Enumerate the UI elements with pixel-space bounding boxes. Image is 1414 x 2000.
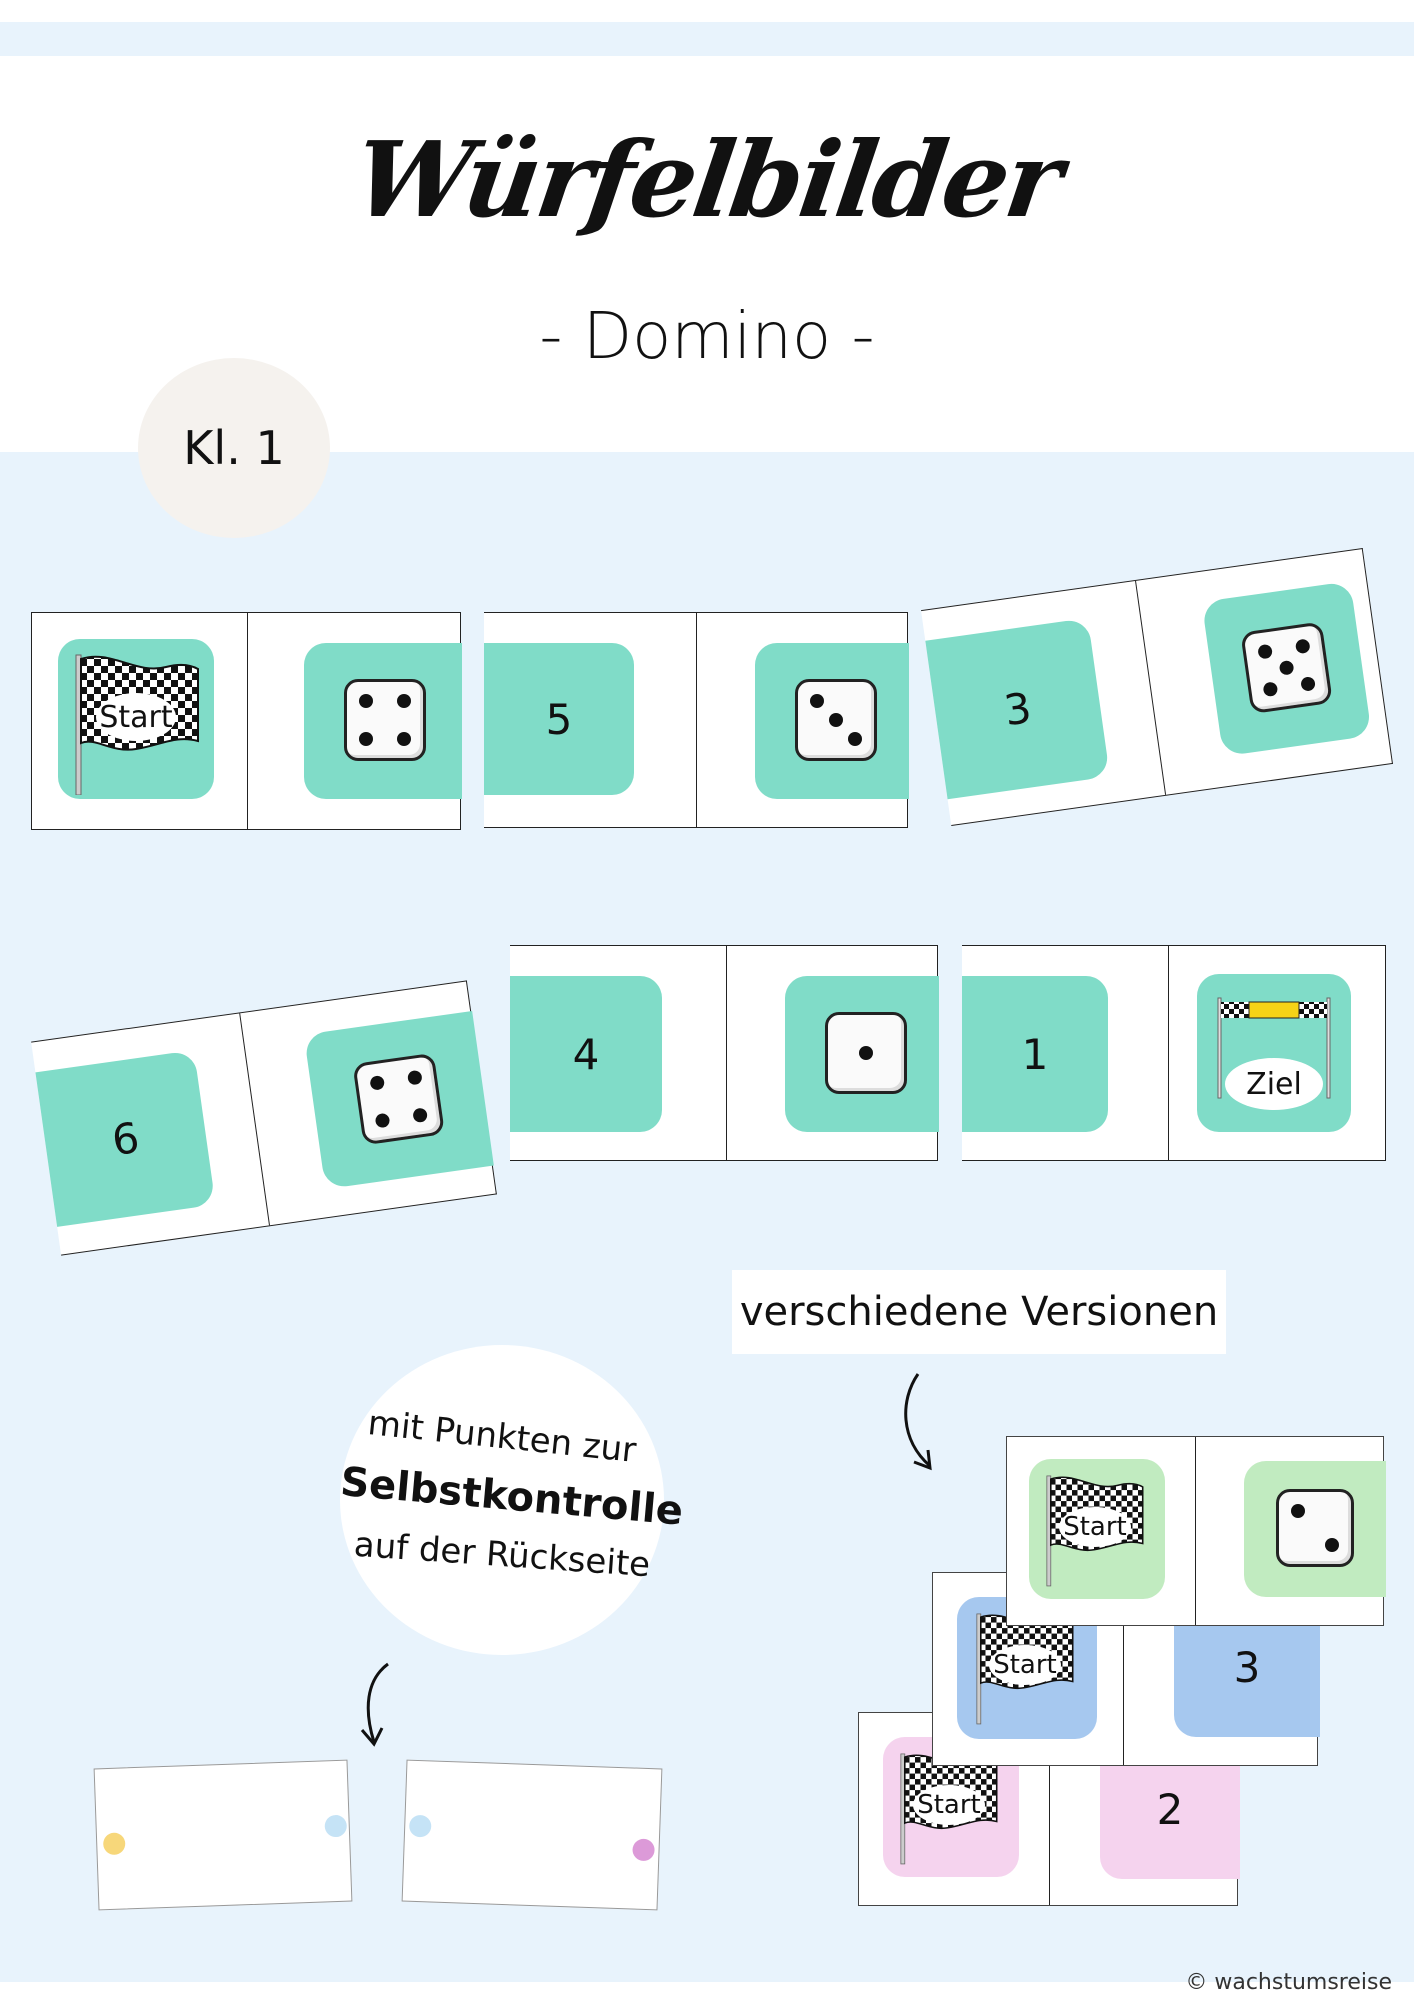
dice-two-icon: [1276, 1489, 1354, 1567]
number-3: 3: [1233, 1642, 1261, 1692]
page-title: Würfelbilder: [346, 118, 1068, 241]
domino-half-right: [247, 613, 462, 829]
dot-pink: [632, 1838, 655, 1862]
domino-half-left: 3: [921, 581, 1165, 825]
domino-version-green: Start: [1006, 1436, 1386, 1626]
selfcheck-line2: Selbstkontrolle: [338, 1458, 685, 1535]
domino-half-left: 5: [484, 613, 696, 827]
back-card-left: [93, 1759, 353, 1911]
curved-arrow-icon: [904, 1373, 932, 1471]
grade-badge: Kl. 1: [138, 358, 330, 538]
dice-five-icon: [1240, 621, 1333, 715]
domino-half-left: Start: [1007, 1437, 1195, 1625]
dice-field: [1244, 1461, 1386, 1597]
domino-five-three: 5: [484, 612, 909, 828]
dice-field: [1201, 581, 1372, 757]
dice-one-icon: [825, 1012, 907, 1094]
start-label: Start: [989, 1645, 1061, 1685]
dot-yellow: [102, 1832, 126, 1856]
curved-arrow-icon: [360, 1662, 389, 1747]
dice-field: [303, 1010, 494, 1190]
domino-half-right: [726, 946, 939, 1160]
page-subtitle: - Domino -: [539, 300, 875, 374]
domino-half-left: 1: [962, 946, 1168, 1160]
selfcheck-bubble: mit Punkten zur Selbstkontrolle auf der …: [338, 1345, 685, 1655]
number-1: 1: [1021, 1029, 1049, 1079]
back-card-right: [401, 1759, 663, 1911]
versions-label: verschiedene Versionen: [732, 1270, 1226, 1354]
number-field: 1: [962, 976, 1108, 1132]
domino-half-left: 4: [510, 946, 726, 1160]
selfcheck-line3: auf der Rückseite: [352, 1524, 652, 1586]
dice-three-icon: [795, 679, 877, 761]
dice-field: [785, 976, 939, 1132]
start-label: Start: [96, 693, 176, 741]
copyright: © wachstumsreise: [1185, 1970, 1392, 1995]
number-2: 2: [1156, 1784, 1184, 1834]
domino-start: Start: [31, 612, 462, 830]
start-label: Start: [913, 1785, 985, 1825]
domino-half-right: [1135, 549, 1393, 795]
number-field: 4: [510, 976, 662, 1132]
number-5: 5: [545, 694, 573, 744]
finish-label: Ziel: [1225, 1058, 1323, 1110]
top-band: [0, 22, 1414, 56]
start-label: Start: [1059, 1507, 1131, 1547]
domino-half-right: [1195, 1437, 1386, 1625]
domino-half-right: Ziel: [1168, 946, 1386, 1160]
start-field: Start: [1029, 1459, 1165, 1599]
dice-four-icon: [352, 1052, 445, 1146]
number-field: 3: [925, 617, 1110, 800]
grade-label: Kl. 1: [183, 421, 285, 475]
dot-blue: [408, 1814, 432, 1838]
number-field: 5: [484, 643, 634, 795]
number-3: 3: [1000, 682, 1035, 735]
domino-half-left: Start: [32, 613, 247, 829]
versions-text: verschiedene Versionen: [739, 1289, 1219, 1335]
dice-four-icon: [344, 679, 426, 761]
number-field: 6: [35, 1050, 216, 1227]
dot-blue: [324, 1814, 348, 1838]
domino-four-one: 4: [510, 945, 939, 1161]
finish-field: Ziel: [1197, 974, 1351, 1132]
finish-banner-icon: [1217, 997, 1331, 1099]
dice-field: [755, 643, 909, 799]
domino-half-right: [239, 981, 497, 1226]
number-4: 4: [572, 1029, 600, 1079]
domino-half-left: 6: [31, 1013, 269, 1254]
number-6: 6: [108, 1112, 143, 1165]
domino-half-right: [696, 613, 909, 827]
domino-one-finish: 1 Ziel: [962, 945, 1386, 1161]
start-field: Start: [58, 639, 214, 799]
dice-field: [304, 643, 462, 799]
